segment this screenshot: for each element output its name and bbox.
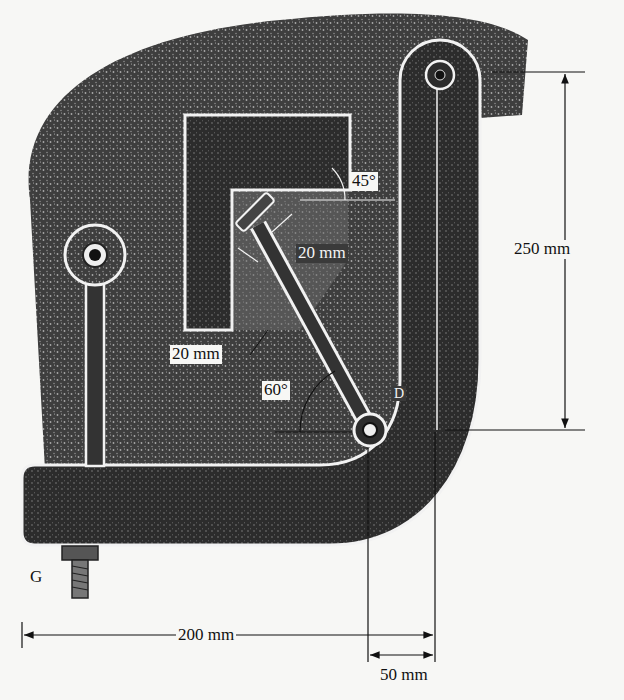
nut	[62, 546, 98, 560]
extension-line	[492, 71, 585, 72]
pin-hole	[89, 249, 101, 261]
dimension-line	[238, 248, 258, 262]
angle-label: 45°	[350, 172, 378, 191]
angle-arc	[332, 168, 345, 200]
point-label: G	[28, 568, 44, 587]
screw	[72, 560, 88, 598]
dimension-label: 20 mm	[296, 244, 348, 263]
block-notch	[234, 192, 348, 330]
extension-line	[21, 622, 22, 648]
link-pad	[235, 192, 275, 232]
pin	[83, 243, 107, 267]
dimension-line	[370, 654, 433, 655]
fixed-block	[185, 115, 350, 330]
extension-line	[367, 448, 368, 662]
angle-arc	[300, 371, 335, 432]
angle-reference	[300, 199, 395, 200]
dimension-label: 20 mm	[170, 345, 222, 364]
dimension-label: 50 mm	[378, 666, 430, 685]
angle-label: 60°	[262, 381, 290, 400]
point-label: D	[392, 386, 406, 401]
rod-eye	[65, 225, 125, 285]
extension-line	[434, 432, 435, 662]
screw-thread	[72, 566, 88, 590]
leader-line	[250, 330, 268, 355]
rod	[86, 258, 104, 466]
clamp-frame	[22, 40, 480, 545]
pin	[426, 61, 454, 89]
link	[258, 225, 370, 430]
dimension-line	[272, 214, 292, 232]
pin	[354, 414, 386, 446]
pin-hole	[435, 70, 445, 80]
pin-hole	[363, 423, 377, 437]
dimension-label: 200 mm	[176, 626, 236, 645]
extension-line	[445, 429, 585, 430]
dimension-label: 250 mm	[512, 240, 572, 259]
link-outline	[258, 225, 370, 430]
frame-centerline	[436, 88, 438, 430]
angle-reference	[275, 431, 352, 432]
